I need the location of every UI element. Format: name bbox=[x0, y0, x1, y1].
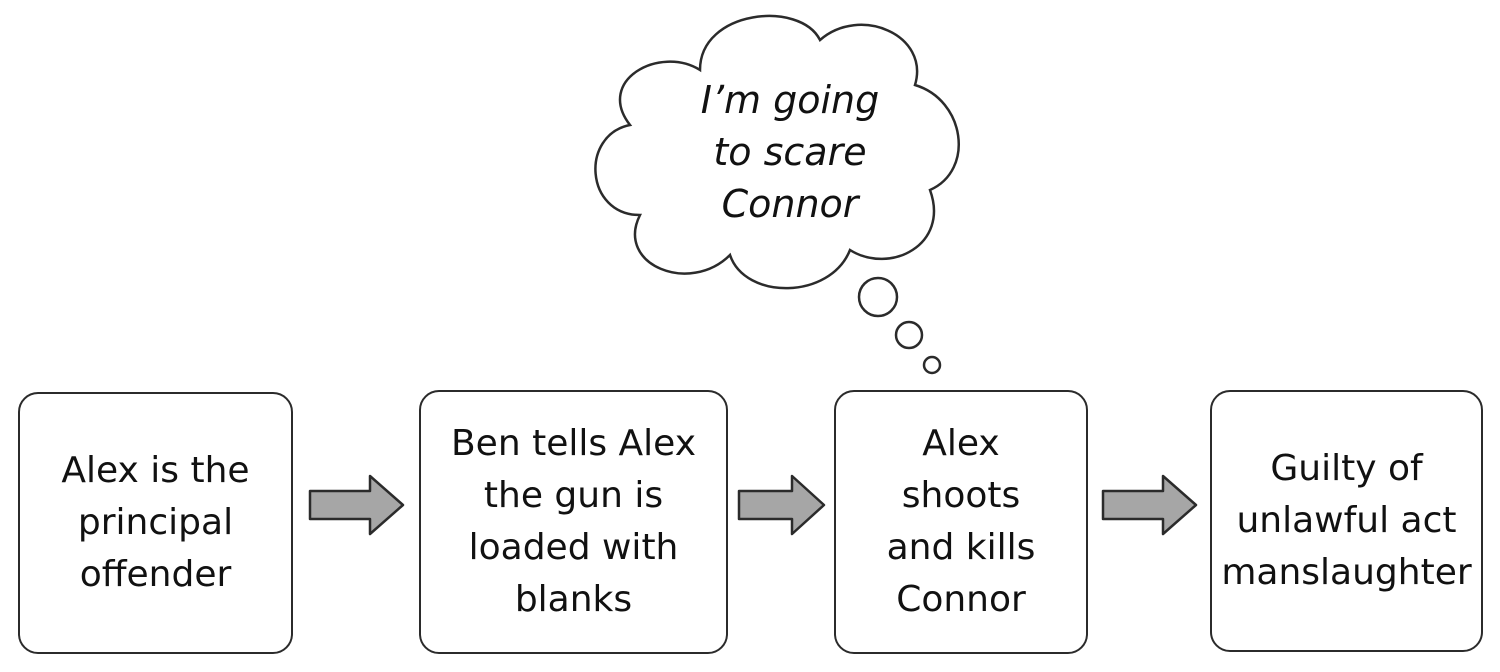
step-text-3: Alex shoots and kills Connor bbox=[886, 423, 1036, 620]
step-text-2: Ben tells Alex the gun is loaded with bl… bbox=[450, 423, 697, 620]
thought-bubble-large bbox=[857, 276, 899, 318]
arrow-right-icon-1 bbox=[308, 474, 405, 536]
arrow-right-icon-2 bbox=[737, 474, 826, 536]
step-box-alex-shoots: Alex shoots and kills Connor bbox=[834, 390, 1088, 654]
thought-cloud-shape bbox=[594, 14, 960, 290]
step-text-1: Alex is the principal offender bbox=[61, 450, 250, 595]
step-box-guilty: Guilty of unlawful act manslaughter bbox=[1210, 390, 1483, 652]
thought-text: I’m going to scare Connor bbox=[700, 78, 880, 226]
thought-bubble-medium bbox=[894, 320, 924, 350]
thought-bubble-small bbox=[922, 355, 942, 375]
step-box-principal-offender: Alex is the principal offender bbox=[18, 392, 293, 654]
step-box-ben-tells-alex: Ben tells Alex the gun is loaded with bl… bbox=[419, 390, 728, 654]
arrow-right-icon-3 bbox=[1101, 474, 1198, 536]
step-text-4: Guilty of unlawful act manslaughter bbox=[1221, 448, 1472, 593]
